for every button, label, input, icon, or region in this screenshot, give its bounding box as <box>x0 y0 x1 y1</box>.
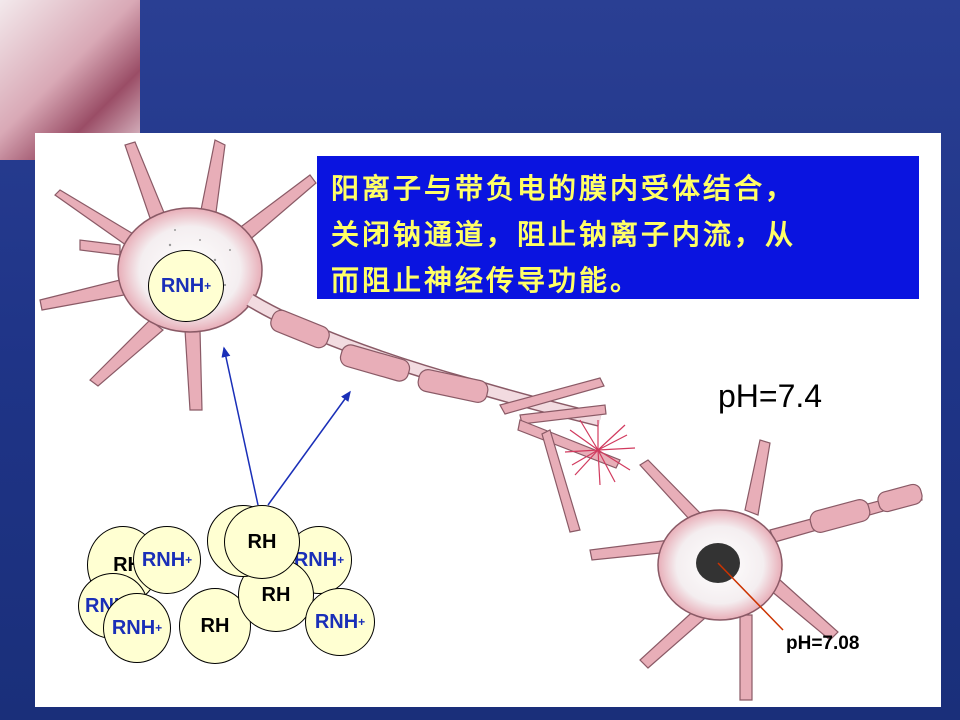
molecule-rh: RH <box>179 588 251 664</box>
callout-line: 而阻止神经传导功能。 <box>331 264 642 297</box>
callout-text: 阳离子与带负电的膜内受体结合， 关闭钠通道，阻止钠离子内流，从 而阻止神经传导功… <box>331 166 905 304</box>
molecule-label: RNH <box>293 548 338 571</box>
callout-line: 关闭钠通道，阻止钠离子内流，从 <box>331 218 797 251</box>
arrow-to-soma <box>221 346 259 506</box>
callout-line: 阳离子与带负电的膜内受体结合， <box>331 172 797 205</box>
molecule-rh: RH <box>224 505 300 579</box>
molecule-rnh: RNH+ <box>305 588 375 656</box>
explanation-callout: 阳离子与带负电的膜内受体结合， 关闭钠通道，阻止钠离子内流，从 而阻止神经传导功… <box>317 156 919 299</box>
ph-outside-label: pH=7.4 <box>718 378 823 414</box>
myelin-sheaths <box>270 309 489 403</box>
axon <box>246 293 636 533</box>
molecule-label: RNH <box>314 610 359 633</box>
molecule-label: RH <box>247 530 277 553</box>
molecule-label: RH <box>261 583 291 606</box>
molecule-rnh: RNH+ <box>133 526 201 594</box>
molecule-rnh-soma: RNH+ <box>148 250 224 322</box>
molecule-rnh: RNH+ <box>103 593 171 663</box>
lower-axon-sheath <box>809 483 923 533</box>
molecule-label: RNH <box>160 274 205 297</box>
synapse-burst <box>564 419 636 486</box>
molecule-label: RNH <box>111 616 156 639</box>
molecule-label: RNH <box>141 548 186 571</box>
ph-inside-pointer <box>717 562 784 631</box>
arrow-to-axon <box>267 390 351 506</box>
ph-inside-label: pH=7.08 <box>786 633 860 654</box>
molecule-label: RH <box>200 614 230 637</box>
